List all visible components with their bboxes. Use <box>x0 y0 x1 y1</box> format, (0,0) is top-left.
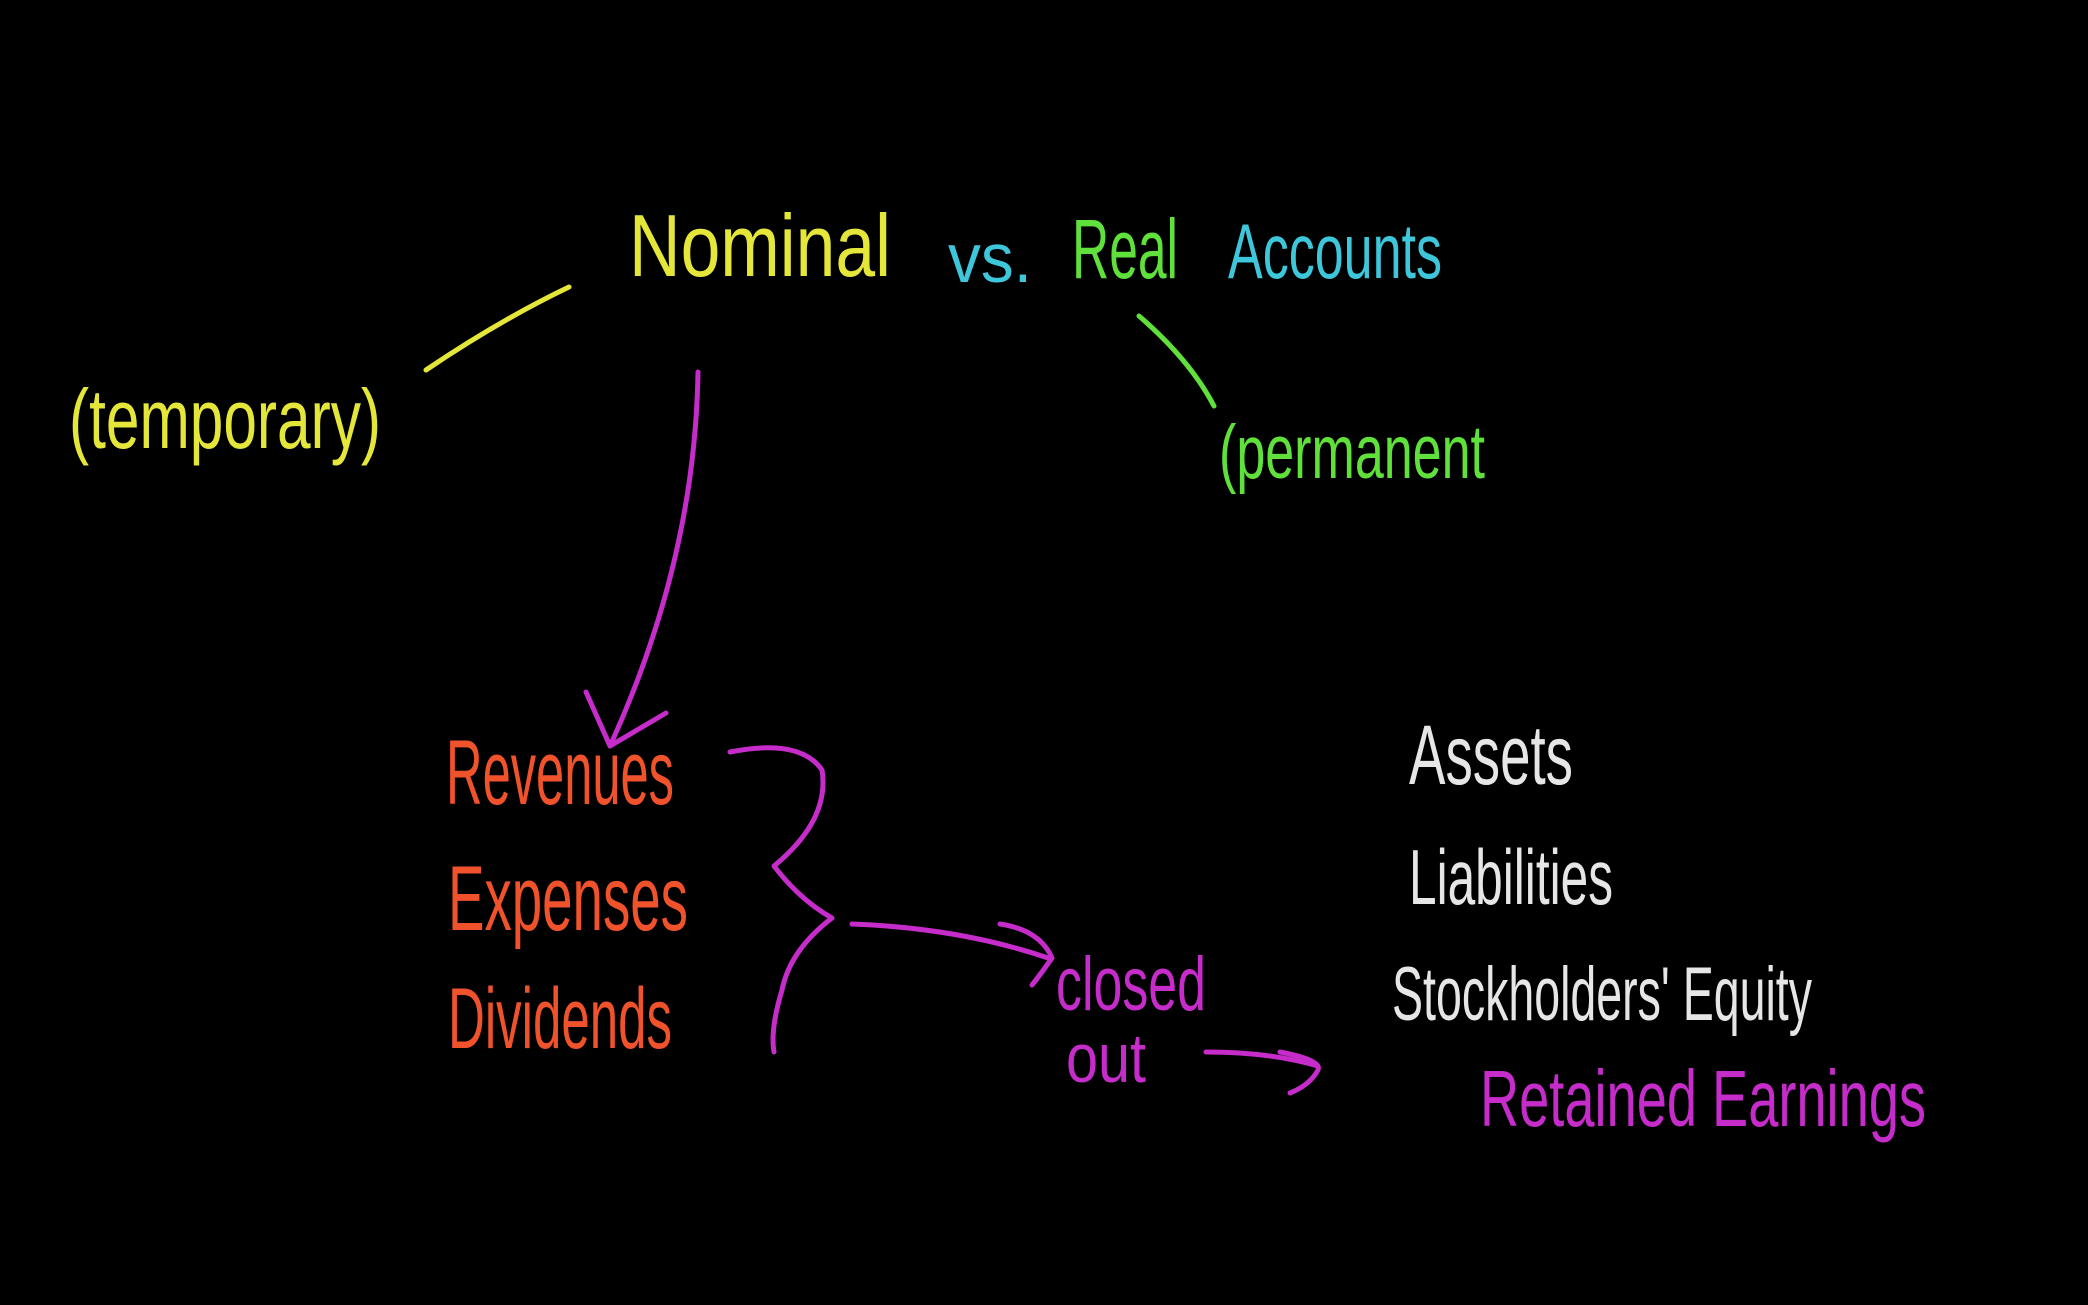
retained-arrow-head-icon <box>1277 1049 1321 1096</box>
closed-arrow-head-icon <box>997 921 1055 988</box>
brace-icon <box>727 745 835 1055</box>
down-arrow-shaft <box>607 369 701 749</box>
closed-out-line1: closed <box>1056 942 1206 1027</box>
account-assets: Assets <box>1409 708 1573 802</box>
account-expenses: Expenses <box>448 848 688 950</box>
nominal-connector-line <box>423 284 572 373</box>
title-vs: vs. <box>948 219 1032 297</box>
title-nominal: Nominal <box>629 196 891 295</box>
real-connector-line <box>1136 313 1217 409</box>
closed-out-line2: out <box>1066 1019 1146 1097</box>
account-liabilities: Liabilities <box>1409 833 1613 921</box>
down-arrow-head-icon <box>583 689 669 749</box>
nominal-note-temporary: (temporary) <box>69 372 381 466</box>
account-revenues: Revenues <box>446 722 674 824</box>
account-dividends: Dividends <box>448 971 672 1067</box>
closed-arrow-shaft <box>849 921 1051 961</box>
title-real: Real <box>1072 202 1178 296</box>
real-note-permanent: (permanent <box>1219 410 1485 495</box>
retained-earnings: Retained Earnings <box>1480 1054 1926 1143</box>
retained-arrow-shaft <box>1203 1049 1321 1069</box>
title-accounts: Accounts <box>1228 207 1442 295</box>
account-stockholders-equity: Stockholders' Equity <box>1392 952 1812 1037</box>
